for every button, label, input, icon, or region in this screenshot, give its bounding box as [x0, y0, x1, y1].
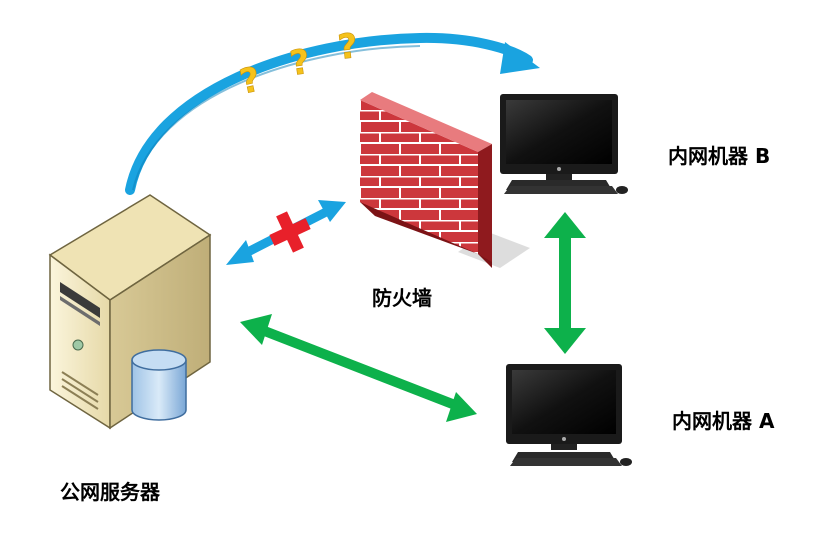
green-arrow-b-a	[544, 212, 586, 354]
database-icon	[131, 349, 187, 421]
server-label: 公网服务器	[60, 480, 160, 504]
curved-blue-arrow	[125, 32, 540, 195]
machine-b-label: 内网机器 B	[668, 144, 771, 168]
green-arrow-server-machine-a	[240, 314, 477, 422]
computer-icon	[506, 364, 632, 466]
firewall-icon	[360, 92, 530, 268]
machine-a-label: 内网机器 A	[672, 409, 775, 433]
svg-text:?: ?	[287, 42, 312, 84]
blocked-x-icon	[269, 211, 311, 253]
svg-text:?: ?	[336, 26, 360, 68]
computer-icon	[500, 94, 628, 194]
firewall-label: 防火墙	[372, 286, 432, 310]
question-mark-icon: ? ? ?	[236, 26, 360, 103]
